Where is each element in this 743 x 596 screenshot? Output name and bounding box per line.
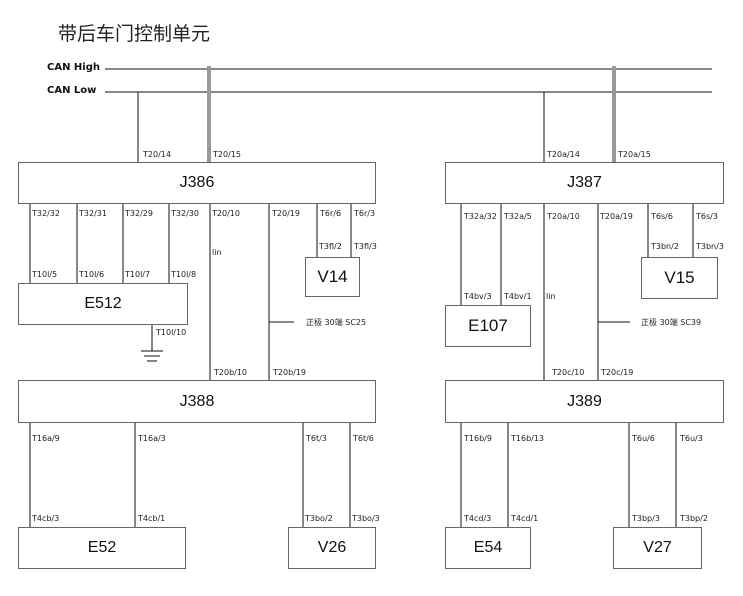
pin-label: T4cd/1 xyxy=(511,514,539,523)
pin-label: T20a/19 xyxy=(600,212,633,221)
can-low-label: CAN Low xyxy=(47,85,97,96)
module-v26: V26 xyxy=(288,527,376,569)
pin-label: T3bo/2 xyxy=(305,514,333,523)
lin-label: lin xyxy=(212,248,222,257)
pin-label: T20a/14 xyxy=(547,150,580,159)
module-j389: J389 xyxy=(445,380,724,423)
pin-label: T3bp/2 xyxy=(680,514,708,523)
pin-label: T6r/6 xyxy=(320,209,342,218)
module-v15: V15 xyxy=(641,257,718,299)
module-e512: E512 xyxy=(18,283,188,325)
pin-label: T16a/9 xyxy=(32,434,60,443)
pin-label: T20c/19 xyxy=(601,368,634,377)
module-e107: E107 xyxy=(445,305,531,347)
pin-label: T16b/9 xyxy=(464,434,492,443)
pin-label: T4cb/3 xyxy=(32,514,60,523)
pin-label: T4bv/3 xyxy=(464,292,492,301)
pin-label: T3fl/2 xyxy=(319,242,342,251)
pin-label: T10l/5 xyxy=(32,270,58,279)
pin-label: T10l/8 xyxy=(171,270,197,279)
module-v27: V27 xyxy=(613,527,702,569)
pin-label: T32/32 xyxy=(32,209,60,218)
pin-label: T4bv/1 xyxy=(504,292,532,301)
pin-label: T20c/10 xyxy=(552,368,585,377)
pin-label: T3bn/2 xyxy=(651,242,679,251)
pin-label: T20/10 xyxy=(212,209,240,218)
pin-label: T32/30 xyxy=(171,209,199,218)
pin-label: T6r/3 xyxy=(354,209,376,218)
module-j387: J387 xyxy=(445,162,724,204)
pin-label: T3bp/3 xyxy=(632,514,660,523)
pin-label: T20b/19 xyxy=(273,368,307,377)
pin-label: T6s/3 xyxy=(696,212,718,221)
module-j386: J386 xyxy=(18,162,376,204)
pin-label: T6t/6 xyxy=(353,434,374,443)
power-label-sc25: 正极 30端 SC25 xyxy=(306,318,367,327)
pin-label: T32/29 xyxy=(125,209,153,218)
pin-label: T32/31 xyxy=(79,209,107,218)
can-high-label: CAN High xyxy=(47,62,101,73)
pin-label: T16a/3 xyxy=(138,434,166,443)
pin-label: T4cd/3 xyxy=(464,514,492,523)
pin-label: T20a/15 xyxy=(618,150,651,159)
lin-label: lin xyxy=(546,292,556,301)
pin-label: T3fl/3 xyxy=(354,242,377,251)
pin-label: T16b/13 xyxy=(511,434,545,443)
pin-label: T20/14 xyxy=(143,150,171,159)
module-e54: E54 xyxy=(445,527,531,569)
module-e52: E52 xyxy=(18,527,186,569)
pin-label: T4cb/1 xyxy=(138,514,166,523)
pin-label: T6u/6 xyxy=(632,434,655,443)
pin-label: T6s/6 xyxy=(651,212,673,221)
pin-label: T32a/5 xyxy=(504,212,532,221)
pin-label: T3bn/3 xyxy=(696,242,724,251)
pin-label: T6t/3 xyxy=(306,434,327,443)
pin-label: T10l/6 xyxy=(79,270,105,279)
pin-label: T20/15 xyxy=(213,150,241,159)
pin-label: T20b/10 xyxy=(214,368,248,377)
pin-label: T10l/7 xyxy=(125,270,151,279)
pin-label: T6u/3 xyxy=(680,434,703,443)
module-j388: J388 xyxy=(18,380,376,423)
pin-label: T10l/10 xyxy=(156,328,187,337)
pin-label: T32a/32 xyxy=(464,212,497,221)
pin-label: T20a/10 xyxy=(547,212,580,221)
pin-label: T3bo/3 xyxy=(352,514,380,523)
page-title: 带后车门控制单元 xyxy=(58,23,211,45)
pin-label: T20/19 xyxy=(272,209,300,218)
power-label-sc39: 正极 30端 SC39 xyxy=(641,318,702,327)
module-v14: V14 xyxy=(305,257,360,297)
